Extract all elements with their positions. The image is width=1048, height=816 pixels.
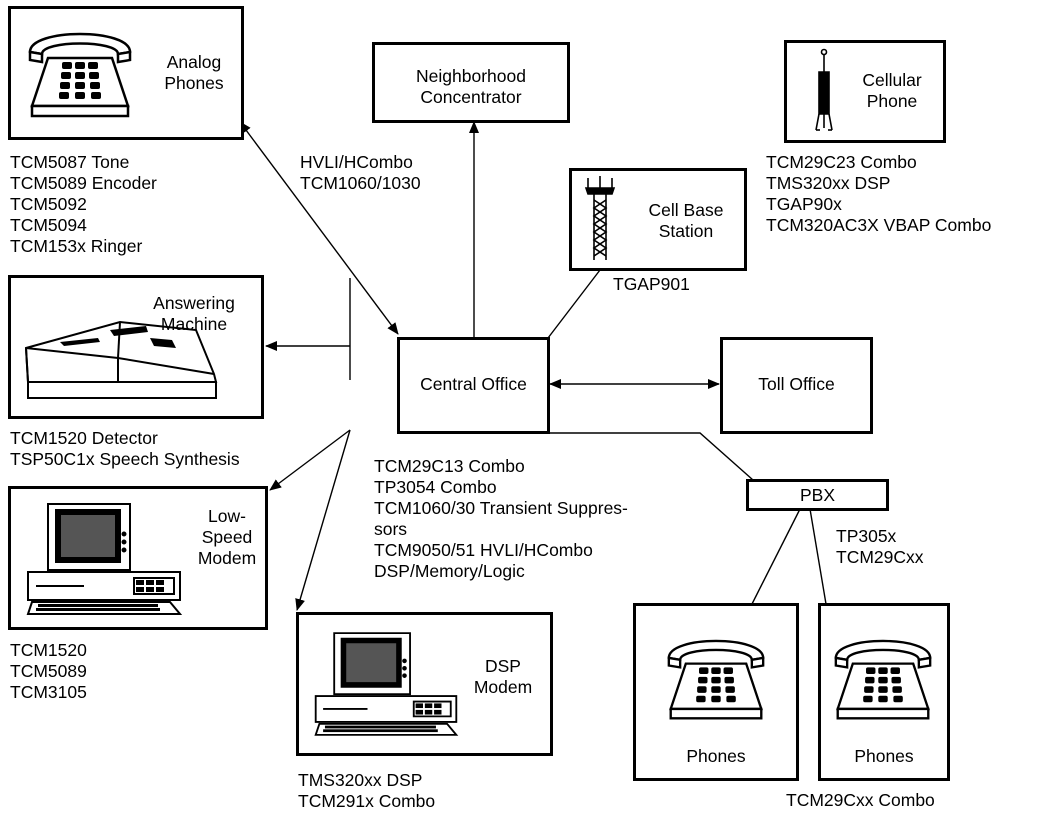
phones-right-title: Phones bbox=[854, 746, 914, 766]
cell-tower-icon bbox=[584, 176, 616, 260]
cellular-phone-box[interactable] bbox=[784, 40, 946, 143]
answering-machine-icon bbox=[24, 320, 218, 399]
cellular-phone-icon bbox=[815, 48, 833, 131]
pbx-parts: TP305x TCM29Cxx bbox=[836, 526, 924, 567]
link-pbx-phones-left bbox=[751, 508, 801, 605]
pbx-box[interactable] bbox=[746, 479, 889, 511]
computer-icon bbox=[26, 503, 183, 615]
central-office-parts: TCM29C13 Combo TP3054 Combo TCM1060/30 T… bbox=[374, 456, 628, 581]
telephone-icon bbox=[667, 639, 765, 720]
telephone-icon bbox=[834, 639, 932, 720]
link-central-pbx bbox=[550, 432, 754, 481]
toll-office-title: Toll Office bbox=[758, 374, 835, 394]
low-speed-modem-parts: TCM1520 TCM5089 TCM3105 bbox=[10, 640, 87, 702]
analog-phones-parts: TCM5087 Tone TCM5089 Encoder TCM5092 TCM… bbox=[10, 152, 157, 256]
link-pbx-phones-right bbox=[809, 508, 827, 605]
pbx-title: PBX bbox=[799, 485, 836, 505]
link-bus-dspmodem bbox=[295, 429, 351, 611]
cellular-phone-parts: TCM29C23 Combo TMS320xx DSP TGAP90x TCM3… bbox=[766, 152, 992, 235]
link-central-cellbase bbox=[547, 269, 601, 339]
link-bus-lowspeed bbox=[269, 429, 351, 491]
cell-base-station-parts: TGAP901 bbox=[613, 274, 690, 294]
neighborhood-concentrator-box[interactable] bbox=[372, 42, 570, 123]
link-analog-central bbox=[239, 121, 399, 335]
telephone-icon bbox=[28, 32, 132, 118]
phones-left-title: Phones bbox=[686, 746, 746, 766]
central-office-box[interactable] bbox=[397, 337, 550, 434]
phones-right-parts: TCM29Cxx Combo bbox=[786, 790, 935, 810]
central-office-title: Central Office bbox=[420, 374, 527, 394]
toll-office-box[interactable] bbox=[720, 337, 873, 434]
answering-machine-parts: TCM1520 Detector TSP50C1x Speech Synthes… bbox=[10, 428, 240, 469]
dsp-modem-parts: TMS320xx DSP TCM291x Combo bbox=[298, 770, 436, 811]
computer-icon bbox=[314, 632, 459, 736]
